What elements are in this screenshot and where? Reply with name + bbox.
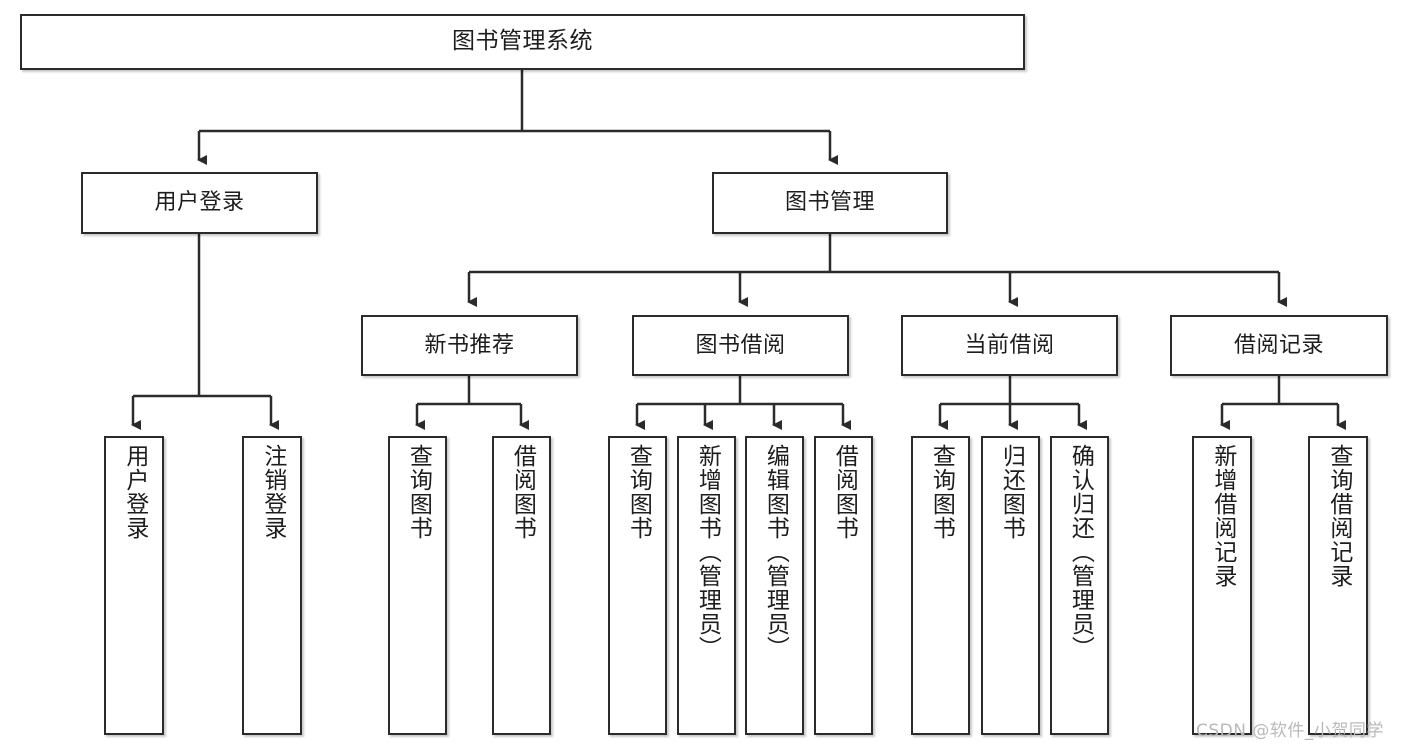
csdn-watermark: CSDN @软件_小贺同学	[1196, 721, 1384, 741]
leaf-book-borrow-query-book[interactable]: 查询图书	[608, 436, 667, 735]
node-label: 图书借阅	[695, 332, 786, 358]
node-label: 图书管理	[784, 190, 875, 216]
leaf-new-book-borrow-book[interactable]: 借阅图书	[492, 436, 551, 735]
node-label: 归还图书	[998, 444, 1025, 540]
node-root-book-management-system[interactable]: 图书管理系统	[20, 14, 1025, 70]
leaf-book-borrow-edit-book-admin[interactable]: 编辑图书（管理员）	[745, 436, 804, 735]
node-book-borrow[interactable]: 图书借阅	[632, 315, 849, 376]
node-label: 查询借阅记录	[1325, 444, 1352, 588]
node-label: 借阅图书	[831, 444, 858, 540]
leaf-book-borrow-add-book-admin[interactable]: 新增图书（管理员）	[677, 436, 736, 735]
node-label: 借阅记录	[1233, 332, 1324, 358]
node-borrow-record[interactable]: 借阅记录	[1170, 315, 1388, 376]
node-new-book-recommend[interactable]: 新书推荐	[361, 315, 578, 376]
node-label: 新书推荐	[424, 332, 515, 358]
leaf-borrow-record-add-record[interactable]: 新增借阅记录	[1192, 436, 1252, 735]
node-label: 查询图书	[625, 444, 652, 540]
node-label: 注销登录	[259, 444, 286, 540]
leaf-borrow-record-query-record[interactable]: 查询借阅记录	[1308, 436, 1368, 735]
leaf-new-book-query-book[interactable]: 查询图书	[388, 436, 447, 735]
leaf-current-borrow-return-book[interactable]: 归还图书	[981, 436, 1040, 735]
node-label: 图书管理系统	[452, 28, 593, 55]
node-label: 查询图书	[405, 444, 432, 540]
node-label: 查询图书	[928, 444, 955, 540]
node-label: 确认归还（管理员）	[1067, 444, 1094, 660]
node-current-borrow[interactable]: 当前借阅	[901, 315, 1118, 376]
node-book-management[interactable]: 图书管理	[712, 172, 948, 234]
leaf-current-borrow-confirm-return-admin[interactable]: 确认归还（管理员）	[1050, 436, 1109, 735]
leaf-book-borrow-borrow-book[interactable]: 借阅图书	[814, 436, 873, 735]
node-label: 用户登录	[154, 190, 245, 216]
node-user-login[interactable]: 用户登录	[81, 172, 318, 234]
node-label: 编辑图书（管理员）	[762, 444, 789, 660]
leaf-current-borrow-query-book[interactable]: 查询图书	[911, 436, 970, 735]
leaf-user-login-login[interactable]: 用户登录	[104, 436, 164, 735]
node-label: 新增图书（管理员）	[694, 444, 721, 660]
leaf-user-login-logout[interactable]: 注销登录	[242, 436, 302, 735]
node-label: 当前借阅	[964, 332, 1055, 358]
node-label: 用户登录	[121, 444, 148, 540]
node-label: 借阅图书	[509, 444, 536, 540]
node-label: 新增借阅记录	[1209, 444, 1236, 588]
